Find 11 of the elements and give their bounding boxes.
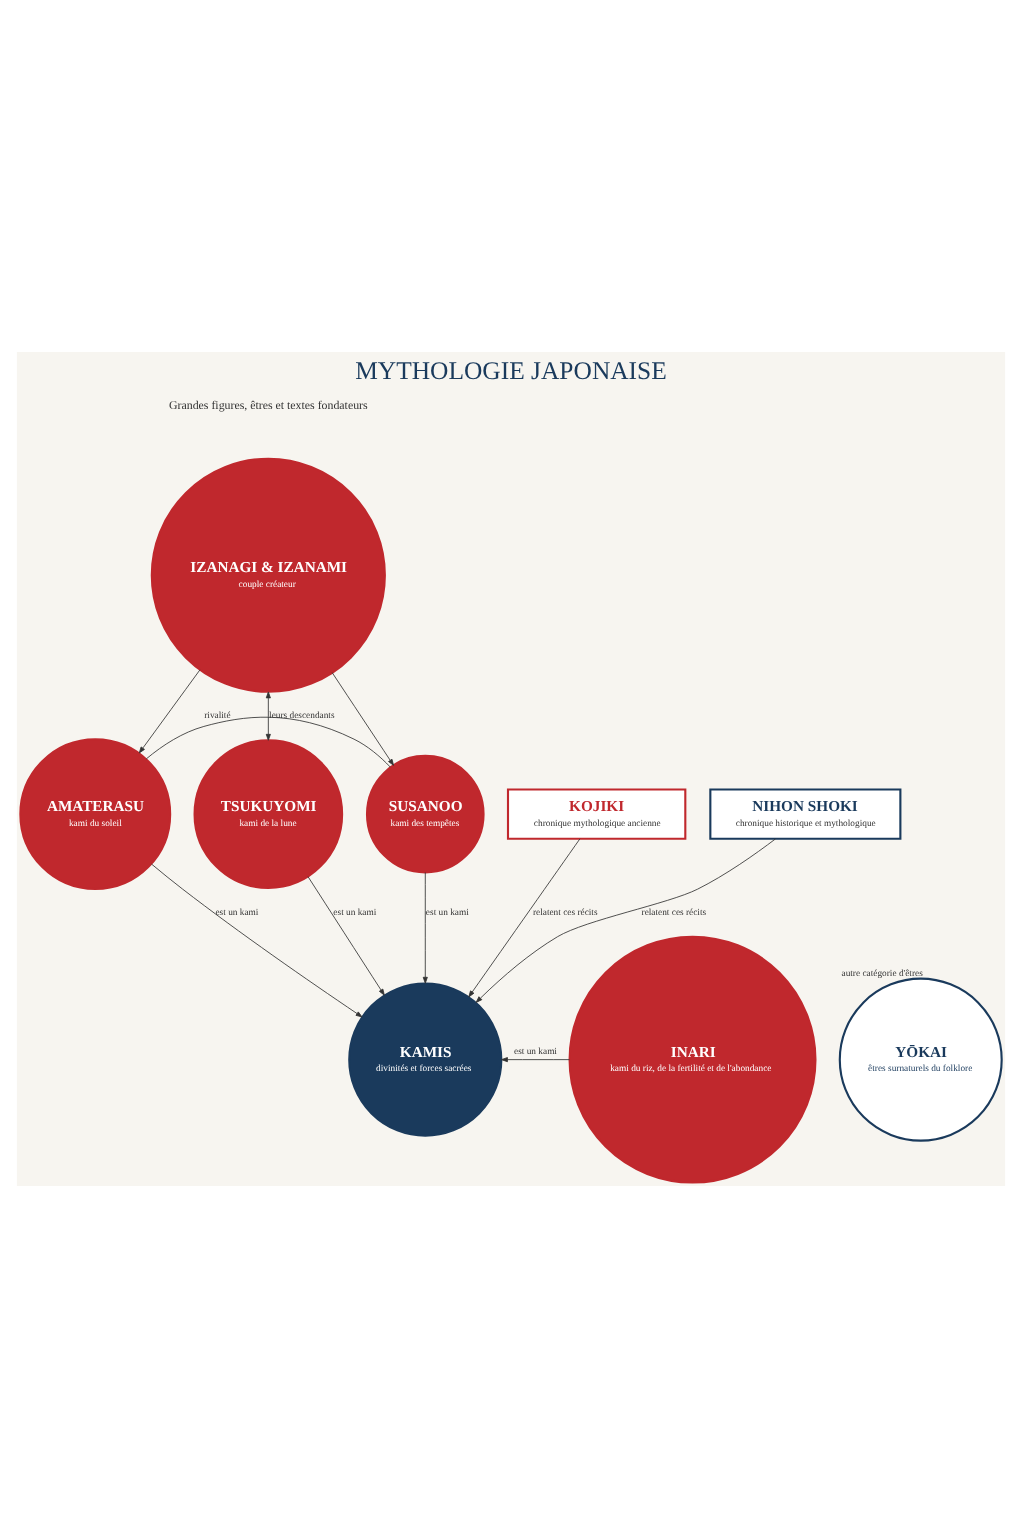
connector: [145, 715, 391, 767]
arrow: [422, 871, 428, 983]
arrow: [475, 837, 777, 1002]
arrow: [307, 875, 385, 995]
arrow: [265, 690, 271, 740]
arrow: [138, 668, 201, 753]
arrow: [331, 671, 394, 765]
arrow: [501, 1056, 570, 1062]
arrow: [151, 862, 363, 1017]
diagram-title: MYTHOLOGIE JAPONAISE: [355, 356, 667, 385]
arrow: [468, 837, 581, 997]
